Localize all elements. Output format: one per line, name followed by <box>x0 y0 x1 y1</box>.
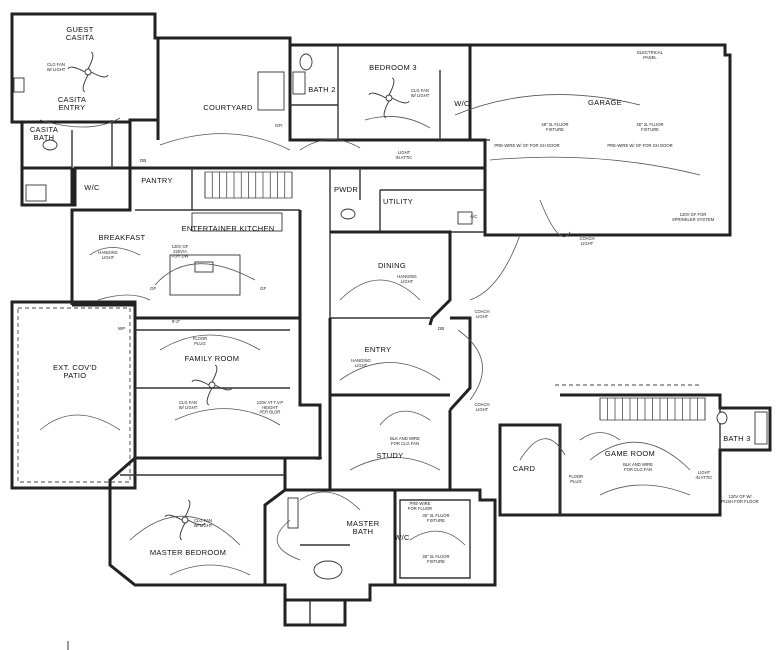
tub-icon <box>292 71 306 95</box>
note-gf-footless: 120V GF W/PUSH FOR FLOOR <box>721 494 758 504</box>
ceiling-fan-icon <box>164 499 206 541</box>
ceiling-fan-icon <box>191 364 233 406</box>
toilet-icon <box>299 53 313 71</box>
ceiling-fans <box>67 51 410 541</box>
fireplace-icon <box>257 71 285 111</box>
fixtures <box>13 53 768 580</box>
room-label-garage: GARAGE <box>588 98 622 107</box>
ceiling-fan-icon <box>368 77 410 119</box>
toilet-icon <box>716 411 728 425</box>
sink-icon <box>13 77 25 93</box>
gf-symbol: GF <box>150 286 157 291</box>
sink-icon <box>194 261 214 273</box>
room-label-master-wic: W/C <box>394 533 410 542</box>
wp-symbol: WP <box>315 456 322 461</box>
tub-icon <box>754 411 768 445</box>
room-label-master-bedroom: MASTER BEDROOM <box>150 548 226 557</box>
db-symbol: DB <box>140 158 146 163</box>
toilet-icon <box>42 139 58 151</box>
toilet-icon <box>340 208 356 220</box>
room-label-bath-3: BATH 3 <box>723 434 751 443</box>
stairs <box>204 171 706 421</box>
washer-icon <box>457 211 473 225</box>
room-label-card: CARD <box>513 464 536 473</box>
gfi-symbol: GFI <box>275 123 283 128</box>
walls <box>10 12 772 627</box>
room-label-bath-2: BATH 2 <box>308 85 336 94</box>
room-label-wic-casita: W/C <box>84 183 100 192</box>
gfi-symbol: GFI <box>103 301 111 306</box>
vanity-icon <box>287 497 299 529</box>
wp-symbol: WP <box>118 326 125 331</box>
tub-icon <box>313 560 343 580</box>
electrical-symbols: GFI GFI WP DB DB GF GF A/C WP <box>103 123 478 461</box>
ceiling-fan-icon <box>67 51 109 93</box>
note-dim-9-2: 9'-2" <box>172 319 181 324</box>
room-label-courtyard: COURTYARD <box>203 103 253 112</box>
room-label-study: STUDY <box>377 451 404 460</box>
room-label-wic-bed3: W/C <box>454 99 470 108</box>
shower-icon <box>25 184 47 202</box>
room-label-family-room: FAMILY ROOM <box>185 354 240 363</box>
room-label-game-room: GAME ROOM <box>605 449 655 458</box>
db-symbol: DB <box>438 326 444 331</box>
kitchen-counter <box>191 212 283 232</box>
ac-symbol: A/C <box>470 214 478 219</box>
room-label-pantry: PANTRY <box>141 176 173 185</box>
note-gh-door-1: PRE-WIRE W/ GF FOR GH DOOR <box>494 143 559 148</box>
room-label-breakfast: BREAKFAST <box>99 233 146 242</box>
room-label-utility: UTILITY <box>383 197 413 206</box>
room-label-entertainer-kitchen: ENTERTAINER KITCHEN <box>182 224 275 233</box>
room-label-bedroom-3: BEDROOM 3 <box>369 63 417 72</box>
room-label-powder: PWDR <box>334 185 358 194</box>
room-label-dining: DINING <box>378 261 406 270</box>
gf-symbol: GF <box>260 286 267 291</box>
note-gh-door-2: PRE-WIRE W/ GF FOR GH DOOR <box>607 143 672 148</box>
room-label-entry: ENTRY <box>365 345 392 354</box>
kitchen-island <box>169 254 241 296</box>
circuit-wiring <box>39 94 701 576</box>
